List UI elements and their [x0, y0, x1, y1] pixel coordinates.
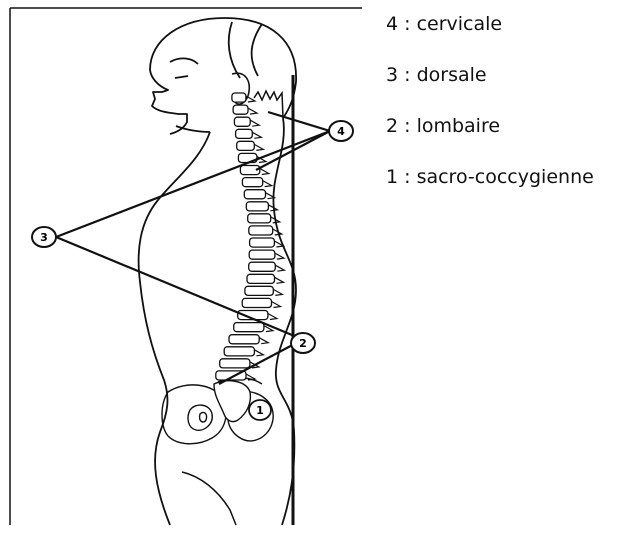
vertebra [232, 93, 246, 102]
callout-4: 4 [329, 121, 353, 141]
callout-2: 2 [291, 333, 315, 353]
vertebra [242, 178, 262, 187]
callout-4-label: 4 [337, 125, 345, 138]
vertebra [233, 105, 248, 114]
sacrum [214, 381, 250, 422]
spine-column [214, 93, 284, 422]
vertebra [245, 286, 273, 295]
vertebra [234, 323, 264, 332]
leader-lines [56, 112, 330, 384]
vertebra [237, 141, 255, 150]
spinous-process [263, 181, 272, 187]
legend-item-cervicale: 4 : cervicale [386, 12, 622, 63]
neck-hair [254, 91, 283, 118]
vertebra [247, 274, 275, 283]
spinous-process [260, 169, 269, 175]
spinous-process [248, 108, 257, 114]
spinous-process [259, 338, 268, 344]
figure-frame [10, 8, 362, 525]
callout-3-label: 3 [40, 231, 48, 244]
spinous-process [268, 314, 277, 320]
spinous-process [254, 350, 263, 356]
callout-2-label: 2 [299, 337, 307, 350]
legend: 4 : cervicale 3 : dorsale 2 : lombaire 1… [386, 12, 622, 216]
spinous-process [250, 120, 259, 126]
vertebra [242, 298, 271, 307]
spinous-process [275, 253, 284, 259]
legend-item-lombaire: 2 : lombaire [386, 114, 622, 165]
legend-item-sacro-coccygienne: 1 : sacro-coccygienne [386, 165, 622, 216]
callout-3: 3 [32, 227, 56, 247]
spinous-process [275, 265, 284, 271]
vertebra [224, 347, 254, 356]
vertebra [249, 250, 275, 259]
callout-1-label: 1 [256, 404, 264, 417]
vertebra [250, 238, 275, 247]
spinous-process [252, 132, 261, 138]
spinous-process [275, 277, 284, 283]
spine-diagram: 4 3 2 1 [0, 0, 372, 530]
legend-item-dorsale: 3 : dorsale [386, 63, 622, 114]
vertebra [248, 214, 271, 223]
head-outline [150, 18, 296, 134]
callout-1: 1 [249, 400, 271, 420]
vertebra [244, 190, 265, 199]
spinous-process [254, 144, 263, 150]
vertebra [220, 359, 250, 368]
vertebra [249, 226, 273, 235]
vertebra [246, 202, 268, 211]
spinous-process [272, 302, 281, 308]
vertebra [236, 129, 253, 138]
leg-outline [182, 472, 236, 525]
vertebra [229, 335, 259, 344]
vertebra [249, 262, 276, 271]
spinous-process [273, 289, 282, 295]
spine-diagram-svg: 4 3 2 1 [0, 0, 372, 530]
vertebra [234, 117, 250, 126]
